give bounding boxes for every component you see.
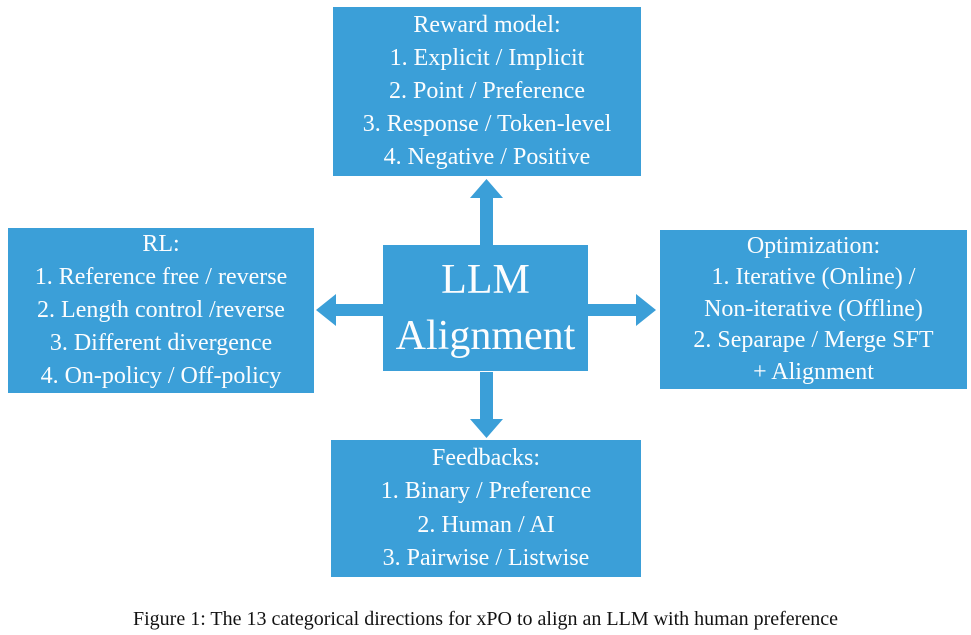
arrow-left-icon (316, 294, 384, 326)
reward-model-box-item: 3. Response / Token-level (362, 111, 612, 137)
optimization-box-item: + Alignment (753, 358, 874, 385)
rl-box-title: RL: (142, 231, 180, 257)
optimization-box-item: Non-iterative (Offline) (704, 295, 923, 322)
llm-alignment-box: LLM Alignment (383, 245, 588, 371)
rl-box-item: 1. Reference free / reverse (34, 264, 288, 290)
figure-caption: Figure 1: The 13 categorical directions … (133, 608, 838, 630)
rl-box: RL: 1. Reference free / reverse 2. Lengt… (8, 228, 314, 393)
rl-box-item: 2. Length control /reverse (37, 297, 285, 323)
arrow-up-icon (470, 179, 503, 245)
reward-model-box-item: 2. Point / Preference (389, 78, 585, 104)
optimization-box: Optimization: 1. Iterative (Online) / No… (660, 230, 967, 389)
rl-box-item: 4. On-policy / Off-policy (40, 363, 282, 389)
reward-model-box: Reward model: 1. Explicit / Implicit 2. … (333, 7, 641, 176)
feedbacks-box: Feedbacks: 1. Binary / Preference 2. Hum… (331, 440, 641, 577)
feedbacks-box-item: 1. Binary / Preference (380, 478, 592, 504)
optimization-box-item: 2. Separape / Merge SFT (693, 327, 934, 354)
llm-alignment-box-line: Alignment (395, 313, 576, 359)
feedbacks-box-item: 2. Human / AI (417, 511, 555, 538)
reward-model-box-item: 1. Explicit / Implicit (389, 45, 585, 71)
reward-model-box-title: Reward model: (413, 12, 561, 38)
feedbacks-box-item: 3. Pairwise / Listwise (382, 545, 590, 571)
rl-box-item: 3. Different divergence (49, 330, 273, 356)
arrow-right-icon (588, 294, 656, 326)
reward-model-box-item: 4. Negative / Positive (383, 144, 591, 170)
llm-alignment-box-line: LLM (441, 257, 530, 303)
optimization-box-title: Optimization: (746, 232, 881, 259)
optimization-box-item: 1. Iterative (Online) / (711, 264, 916, 291)
feedbacks-box-title: Feedbacks: (432, 444, 540, 471)
arrow-down-icon (470, 372, 503, 438)
